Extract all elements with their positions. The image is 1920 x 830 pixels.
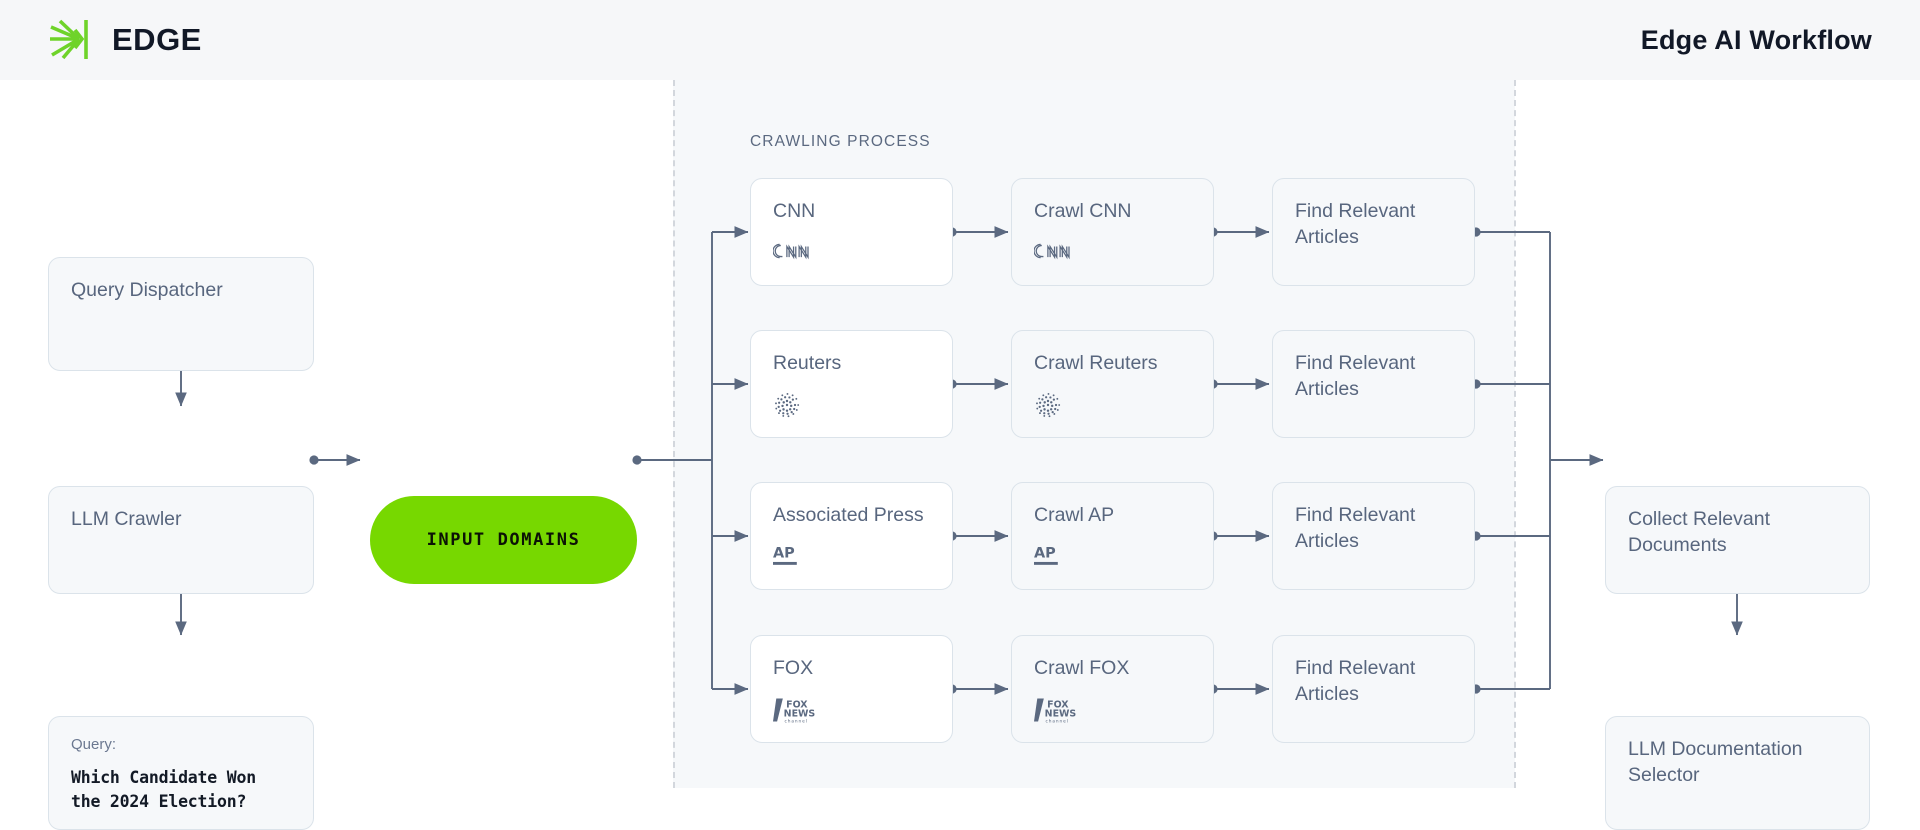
input-domains-label: INPUT DOMAINS (426, 530, 581, 550)
svg-text:FOX: FOX (786, 699, 808, 710)
svg-text:NEWS: NEWS (784, 708, 816, 719)
cnn-logo (772, 239, 930, 265)
svg-text:NEWS: NEWS (1045, 708, 1077, 719)
node-crawl-ap[interactable]: Crawl AP AP (1011, 482, 1214, 590)
ap-logo: AP (773, 543, 930, 569)
svg-text:AP: AP (773, 545, 795, 561)
svg-text:channel: channel (785, 718, 808, 724)
node-label: LLM Documentation Selector (1628, 738, 1803, 786)
brand: EDGE (48, 17, 202, 63)
node-label: Associated Press (773, 504, 924, 526)
workflow-canvas: CRAWLING PROCESS (0, 80, 1920, 830)
node-crawl-cnn[interactable]: Crawl CNN (1011, 178, 1214, 286)
node-crawl-fox[interactable]: Crawl FOX FOX NEWS channel (1011, 635, 1214, 743)
svg-text:FOX: FOX (1047, 699, 1069, 710)
brand-name: EDGE (112, 22, 202, 57)
divider-right (1514, 80, 1516, 788)
node-label: Find Relevant Articles (1295, 504, 1416, 552)
cnn-logo (1033, 239, 1191, 265)
node-label: Find Relevant Articles (1295, 657, 1416, 705)
node-source-reuters[interactable]: Reuters (750, 330, 953, 438)
section-label-crawling-process: CRAWLING PROCESS (750, 133, 931, 150)
node-label: CNN (773, 200, 816, 222)
node-source-ap[interactable]: Associated Press AP (750, 482, 953, 590)
node-label: Crawl CNN (1034, 200, 1132, 222)
node-find-articles-ap[interactable]: Find Relevant Articles (1272, 482, 1475, 590)
reuters-logo (773, 391, 930, 417)
node-label: Reuters (773, 352, 842, 374)
node-label: LLM Crawler (71, 508, 182, 530)
node-llm-documentation-selector[interactable]: LLM Documentation Selector (1605, 716, 1870, 830)
query-card-text: Which Candidate Won the 2024 Election? (71, 767, 256, 811)
node-source-fox[interactable]: FOX FOX NEWS channel (750, 635, 953, 743)
page-title: Edge AI Workflow (1640, 24, 1872, 55)
node-query-dispatcher[interactable]: Query Dispatcher (48, 257, 314, 371)
svg-text:AP: AP (1034, 545, 1056, 561)
node-source-cnn[interactable]: CNN (750, 178, 953, 286)
node-find-articles-fox[interactable]: Find Relevant Articles (1272, 635, 1475, 743)
node-find-articles-cnn[interactable]: Find Relevant Articles (1272, 178, 1475, 286)
node-label: FOX (773, 657, 814, 679)
input-domains-pill[interactable]: INPUT DOMAINS (370, 496, 637, 584)
node-label: Find Relevant Articles (1295, 352, 1416, 400)
node-label: Collect Relevant Documents (1628, 508, 1770, 556)
fox-logo: FOX NEWS channel (1034, 696, 1191, 724)
edge-fan-arrow-icon (48, 17, 94, 63)
node-label: Crawl Reuters (1034, 352, 1158, 374)
fox-logo: FOX NEWS channel (773, 696, 930, 724)
node-crawl-reuters[interactable]: Crawl Reuters (1011, 330, 1214, 438)
reuters-logo (1034, 391, 1191, 417)
node-collect-relevant-documents[interactable]: Collect Relevant Documents (1605, 486, 1870, 594)
svg-text:channel: channel (1046, 718, 1069, 724)
node-query-card[interactable]: Query: Which Candidate Won the 2024 Elec… (48, 716, 314, 830)
node-label: Crawl AP (1034, 504, 1115, 526)
node-find-articles-reuters[interactable]: Find Relevant Articles (1272, 330, 1475, 438)
node-llm-crawler[interactable]: LLM Crawler (48, 486, 314, 594)
node-label: Query Dispatcher (71, 279, 223, 301)
divider-left (673, 80, 675, 788)
connector-layer (175, 226, 1743, 695)
node-label: Crawl FOX (1034, 657, 1130, 679)
ap-logo: AP (1034, 543, 1191, 569)
node-label: Find Relevant Articles (1295, 200, 1416, 248)
app-header: EDGE Edge AI Workflow (0, 0, 1920, 80)
query-card-label: Query: (71, 736, 117, 753)
